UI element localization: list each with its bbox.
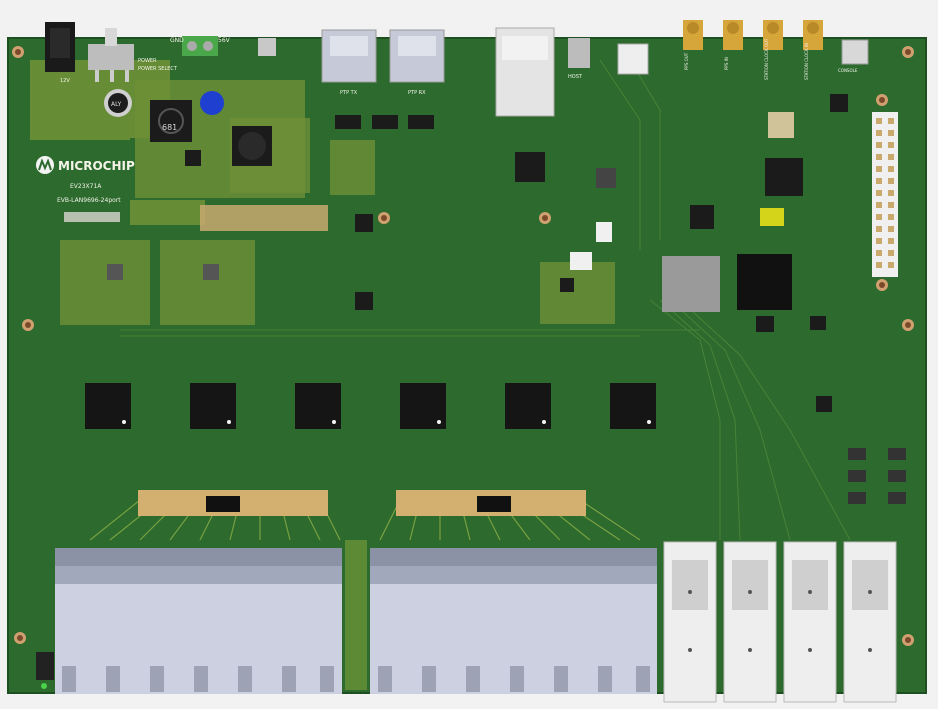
small-chips-right	[848, 448, 906, 504]
brand-text: MICROCHIP	[58, 159, 135, 173]
phy-chip-row	[85, 383, 656, 429]
push-button	[258, 38, 276, 56]
processors	[107, 94, 848, 412]
silk-ptp-tx: PTP TX	[340, 90, 358, 96]
microchip-logo: MICROCHIP	[36, 156, 135, 174]
rj45-block-left	[55, 548, 342, 694]
ptp-tx-port	[321, 29, 377, 83]
blue-capacitor	[200, 91, 224, 115]
terminal-block	[182, 36, 218, 56]
silk-console: CONSOLE	[838, 68, 858, 73]
sfp-cages	[663, 541, 897, 703]
usb-c-console	[841, 39, 869, 65]
silk-pps-in: PPS IN	[724, 57, 729, 70]
silk-power: POWER	[138, 58, 157, 64]
silk-ptp-rx: PTP RX	[408, 90, 426, 96]
silk-pps-out: PPS OUT	[684, 52, 689, 70]
silk-gnd: GND	[170, 37, 184, 44]
sma-connectors	[683, 20, 823, 50]
traces	[120, 59, 851, 541]
bottom-left-component	[36, 652, 54, 680]
status-led	[41, 683, 47, 689]
svg-text:ALY: ALY	[111, 101, 122, 108]
connector-fan-traces	[89, 499, 641, 541]
usb-port-host	[568, 38, 590, 68]
center-strip	[345, 540, 367, 690]
power-inductor: 681	[150, 100, 192, 142]
label-tag	[64, 212, 120, 222]
silk-station-clock-out: STATION CLOCK OUT	[764, 38, 769, 80]
mounting-holes	[12, 46, 914, 646]
soic-chips	[335, 115, 434, 129]
silk-station-clock-in: STATION CLOCK IN	[804, 43, 809, 80]
ptp-rx-port	[389, 29, 445, 83]
host-ethernet-port	[495, 27, 555, 117]
dip-header	[200, 205, 328, 231]
usb-port-2	[617, 43, 649, 75]
silk-56v: 56V	[218, 37, 231, 44]
rj45-block-right	[370, 548, 657, 694]
power-select-switch	[88, 28, 134, 82]
power-jack	[45, 22, 75, 72]
silk-power-select: POWER SELECT	[138, 66, 178, 72]
silk-host: HOST	[568, 74, 583, 80]
pin-header-right	[872, 112, 898, 277]
board-name: EVB-LAN9696-24port	[57, 197, 121, 204]
silk-12v: 12V	[60, 78, 70, 84]
board-headers	[138, 490, 586, 516]
electrolytic-capacitor: ALY	[104, 89, 132, 117]
inductor-marking: 681	[162, 123, 177, 132]
board-model: EV23X71A	[70, 183, 102, 190]
